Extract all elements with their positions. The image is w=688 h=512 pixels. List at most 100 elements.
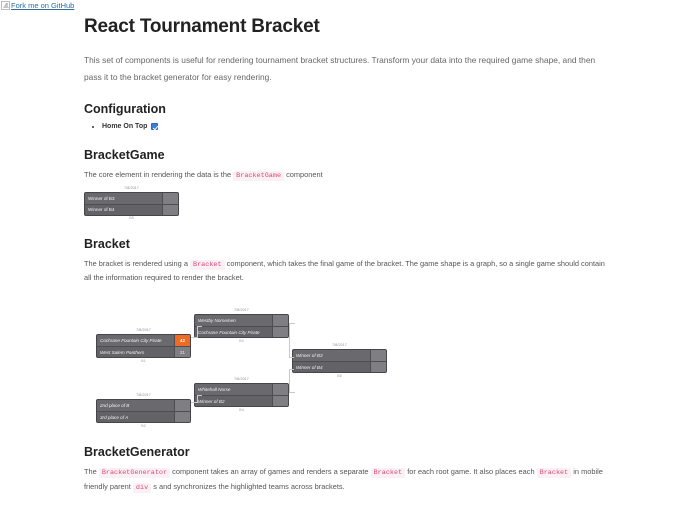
game-date: 7/8/2017 xyxy=(234,308,249,313)
g-code-2: Bracket xyxy=(370,468,406,479)
connector-b1-b3-vert xyxy=(197,326,198,339)
g-text-4: in mobile friendly parent xyxy=(84,467,603,491)
game-side[interactable]: Cochrane Fountain City Pirate xyxy=(195,326,288,338)
bracket-heading: Bracket xyxy=(84,236,130,251)
team-score xyxy=(370,350,386,362)
b-text-1: The bracket is rendered using a xyxy=(84,258,188,268)
game-box[interactable]: Winner of B3 Winner of B4 xyxy=(292,349,387,374)
b-text-2: component, which takes the final game of… xyxy=(84,258,605,283)
configuration-list: Home On Top xyxy=(84,122,608,133)
team-score xyxy=(272,384,288,396)
team-name: Winner of B2 xyxy=(198,398,225,404)
team-score: 21 xyxy=(174,347,190,358)
game-label: B4 xyxy=(239,407,244,412)
game-side[interactable]: Winner of B3 xyxy=(293,350,386,362)
game-side[interactable]: Winner of B4 xyxy=(293,361,386,373)
team-name: Winner of B3 xyxy=(296,353,323,359)
game-side[interactable]: Whitehall Norse xyxy=(195,384,288,396)
connector-b4-b5 xyxy=(289,392,295,394)
game-label: B1 xyxy=(141,358,146,363)
bracket-description: The bracket is rendered using a Bracket … xyxy=(84,257,608,285)
demo-game-side-bottom[interactable]: Winner of B4 xyxy=(85,203,178,215)
connector-b2-b4 xyxy=(191,402,197,404)
team-score xyxy=(162,192,178,204)
bg-text-before: The core element in rendering the data i… xyxy=(84,170,232,180)
game-side[interactable]: Westby Norsemen xyxy=(195,315,288,327)
connector-b1-b3-in xyxy=(197,326,202,328)
team-score xyxy=(272,396,288,407)
bracket-game-b2[interactable]: 7/8/2017 2nd place of B 3rd place of A B2 xyxy=(96,394,191,428)
game-side[interactable]: 2nd place of B xyxy=(97,400,190,412)
page-title: React Tournament Bracket xyxy=(84,16,320,37)
bracketgenerator-description: The BracketGenerator component takes an … xyxy=(84,465,608,494)
team-name: 2nd place of B xyxy=(100,403,130,409)
demo-game-date: 7/8/2017 xyxy=(124,185,139,190)
game-date: 7/8/2017 xyxy=(136,328,151,333)
broken-image-icon xyxy=(1,1,10,10)
team-score xyxy=(370,362,386,373)
game-label: B3 xyxy=(239,338,244,343)
bracketgenerator-heading: BracketGenerator xyxy=(84,445,190,460)
b-inline-code: Bracket xyxy=(190,259,225,270)
team-name: Whitehall Norse xyxy=(198,387,231,393)
config-item-label: Home On Top xyxy=(102,122,148,130)
game-side[interactable]: West Salem Panthers 21 xyxy=(97,346,190,358)
connector-b3-b5 xyxy=(289,323,295,325)
demo-bracket-game[interactable]: 7/8/2017 Winner of B3 Winner of B4 B5 xyxy=(84,185,179,221)
game-box[interactable]: 2nd place of B 3rd place of A xyxy=(96,399,191,424)
team-name: Westby Norsemen xyxy=(198,318,236,324)
demo-game-label: B5 xyxy=(129,216,134,221)
bg-text-after: component xyxy=(286,170,323,180)
team-score xyxy=(162,204,178,215)
game-side[interactable]: 3rd place of A xyxy=(97,411,190,423)
game-date: 7/8/2017 xyxy=(136,393,151,398)
config-item-home-on-top: Home On Top xyxy=(102,122,608,133)
game-label: B5 xyxy=(337,373,342,378)
team-name: 3rd place of A xyxy=(100,414,129,420)
connector-b4-b5-in xyxy=(289,369,294,371)
demo-game-side-top[interactable]: Winner of B3 xyxy=(85,192,178,204)
team-name: Winner of B4 xyxy=(88,207,115,213)
team-score xyxy=(174,412,190,423)
team-score xyxy=(272,327,288,338)
team-name: Cochrane Fountain City Pirate xyxy=(198,329,260,335)
team-name: West Salem Panthers xyxy=(100,349,145,355)
game-label: B2 xyxy=(141,423,146,428)
game-date: 7/8/2017 xyxy=(332,343,347,348)
g-text-2: component takes an array of games and re… xyxy=(172,467,369,477)
g-text-1: The xyxy=(84,467,97,477)
g-code-4: div xyxy=(132,482,152,493)
configuration-heading: Configuration xyxy=(84,101,166,116)
connector-b2-b4-vert xyxy=(197,395,198,404)
g-text-5: s and synchronizes the highlighted teams… xyxy=(153,481,345,491)
connector-b3-b5-in xyxy=(289,357,294,359)
team-name: Winner of B4 xyxy=(296,364,323,370)
team-name: Cochrane Fountain City Pirate xyxy=(100,338,162,344)
game-side[interactable]: Winner of B2 xyxy=(195,395,288,407)
bracketgame-description: The core element in rendering the data i… xyxy=(84,168,608,183)
connector-b3-b5-vert xyxy=(289,323,290,358)
game-side[interactable]: Cochrane Fountain City Pirate 42 xyxy=(97,335,190,347)
main-content: React Tournament Bracket This set of com… xyxy=(84,0,608,512)
demo-game-box[interactable]: Winner of B3 Winner of B4 xyxy=(84,191,179,216)
bg-inline-code: BracketGame xyxy=(233,171,285,182)
home-on-top-checkbox[interactable] xyxy=(151,123,159,131)
connector-b1-b3 xyxy=(191,337,197,339)
fork-me-on-github-link[interactable]: Fork me on GitHub xyxy=(1,1,74,10)
connector-b4-b5-vert xyxy=(289,369,290,394)
team-score: 42 xyxy=(174,335,190,347)
g-text-3: for each root game. It also places each xyxy=(407,467,535,477)
g-code-1: BracketGenerator xyxy=(98,468,171,479)
team-score xyxy=(174,400,190,412)
connector-b2-b4-in xyxy=(197,395,202,397)
team-score xyxy=(272,315,288,327)
